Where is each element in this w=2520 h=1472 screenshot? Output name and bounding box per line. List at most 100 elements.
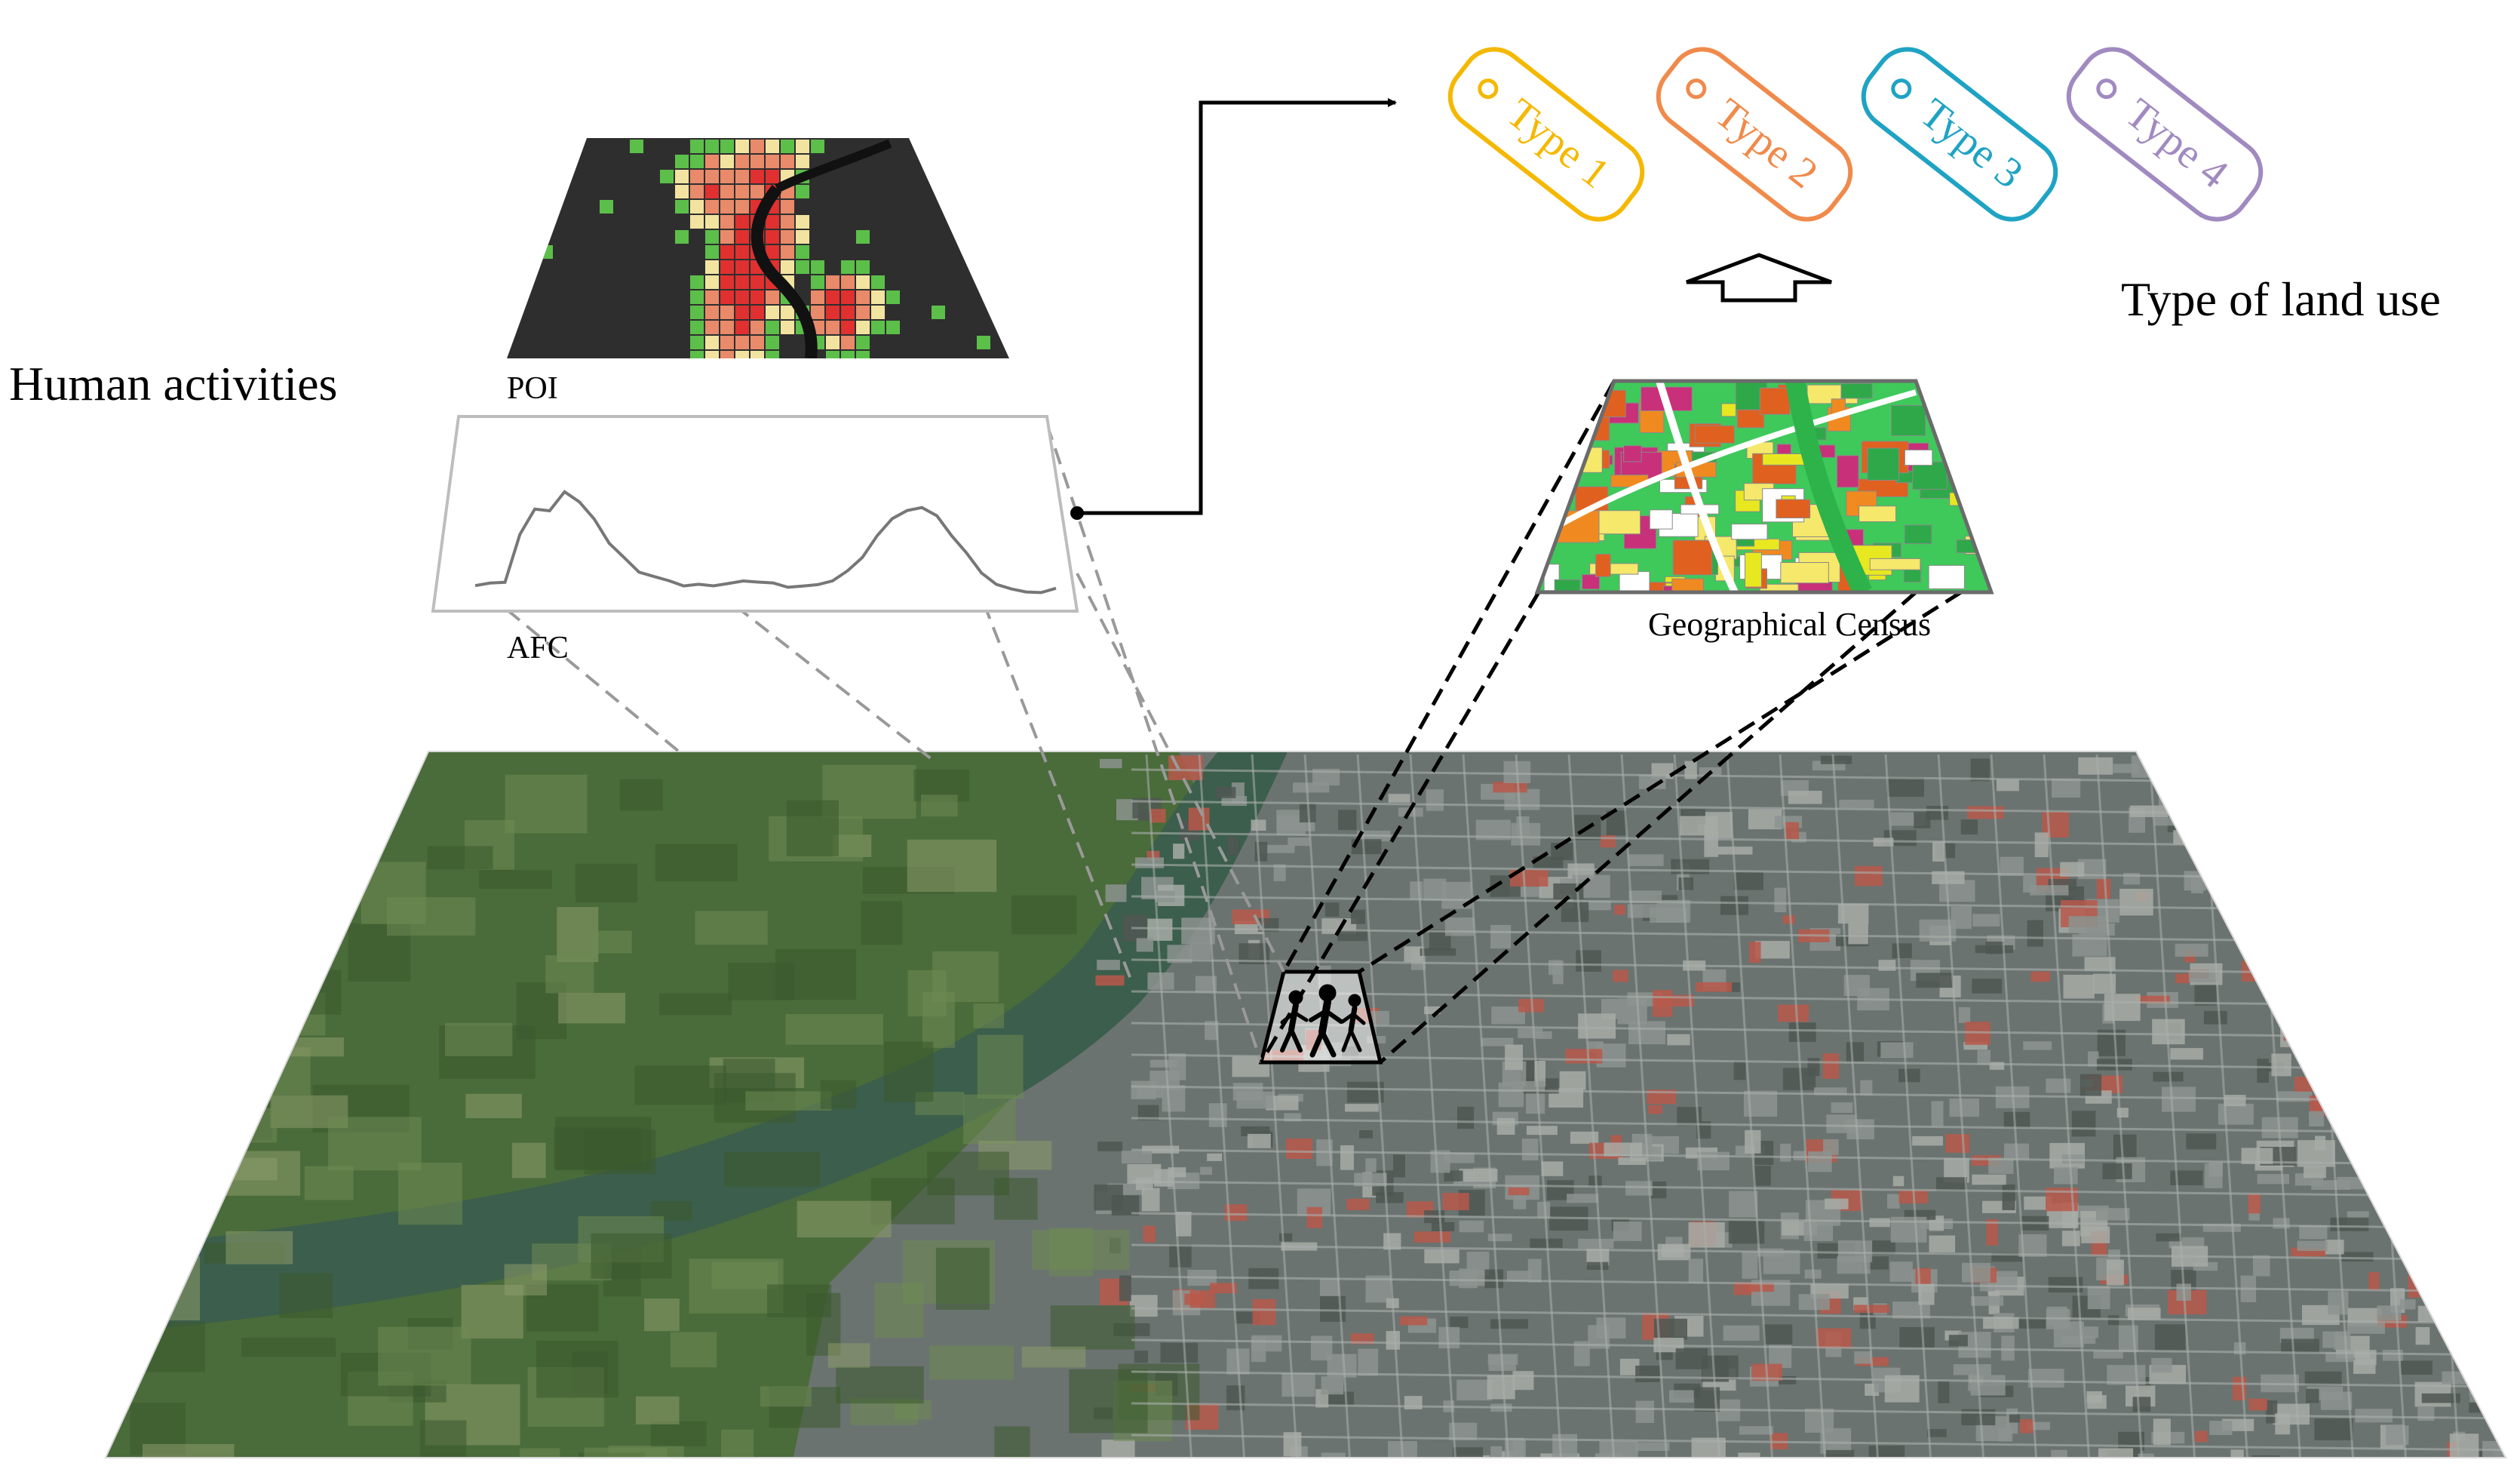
city-block [2409,896,2439,907]
poi-cell [735,351,749,358]
city-block [1823,1139,1839,1155]
poi-cell [720,290,734,304]
poi-river-branch [775,139,892,193]
city-block [2023,1041,2052,1050]
city-block [1578,1013,1616,1039]
city-block [1573,1341,1590,1366]
field-patch [479,870,552,890]
poi-cell [705,306,719,319]
census-parcel [1904,449,1933,466]
city-block [2347,1323,2385,1334]
field-patch [225,813,304,858]
city-block [2209,1421,2233,1435]
city-block [1205,1021,1219,1040]
city-block [2417,1406,2435,1421]
city-block [1688,1258,1703,1283]
city-block [1576,950,1601,972]
field-patch [304,1166,354,1200]
city-block [2106,1259,2124,1286]
city-block [2244,897,2280,914]
road [2095,754,2144,1458]
city-block [1614,905,1625,915]
census-parcel [1984,545,1991,564]
poi-cell [735,336,749,349]
census-parcel [1965,506,1991,519]
poi-cell [977,336,990,349]
city-block [2329,917,2353,937]
city-block [2269,791,2293,810]
poi-cell [735,215,749,229]
land-use-type-tags: Type 1 Type 2 Type 3 Type 4 [1447,47,2264,222]
road [1303,754,1352,1458]
road [1131,1180,2506,1198]
road [1990,754,2038,1458]
city-block [1853,1305,1889,1314]
city-block [2096,878,2111,899]
city-block [2151,1357,2172,1373]
city-block [2113,764,2139,773]
city-block [1208,1103,1227,1127]
poi-cell [750,336,764,349]
tag-outline [2066,47,2264,222]
city-block [2314,1418,2353,1440]
road [1131,1212,2506,1230]
afc-time-series-line [474,490,1057,595]
city-block [1848,923,1868,945]
field-patch [907,839,997,893]
city-block [1376,1192,1404,1203]
field-patch [907,970,947,1017]
road [1409,754,1457,1458]
city-block [1509,869,1549,887]
city-block [1306,1206,1322,1228]
field-patch [929,1345,1014,1380]
city-block [2087,1286,2110,1310]
city-block [1490,1446,1502,1458]
city-block [2325,1052,2337,1063]
city-block [1782,915,1795,924]
city-block [2024,1196,2052,1210]
city-block [1948,1335,1968,1347]
city-block [2480,1383,2506,1409]
poi-cell [690,290,704,304]
poi-cell [781,306,794,319]
poi-cell [720,306,734,319]
poi-cell [735,170,749,183]
census-parcel [1595,554,1611,577]
field-patch [775,949,857,1000]
road [1131,1402,2506,1420]
city-block [1129,1457,1169,1458]
city-block [2061,1231,2080,1246]
poi-cell [856,351,870,358]
poi-cell [796,260,809,274]
road [1726,754,1774,1458]
poi-cell [781,260,794,274]
city-block [2486,896,2506,914]
city-block [1748,942,1761,963]
city-block [1617,998,1647,1025]
poi-cell [766,245,779,259]
city-block [1582,900,1611,911]
city-block [2186,1133,2217,1150]
city-block [1311,1335,1333,1361]
city-block [2175,973,2190,984]
city-block [2427,1283,2455,1295]
city-block [1487,1234,1512,1242]
city-block [1420,948,1456,956]
city-block [2506,1415,2520,1431]
city-block [2400,935,2434,948]
poi-cell [871,306,885,319]
city-block [2093,1351,2123,1359]
census-parcel [1759,387,1791,415]
field-patch [721,1429,754,1458]
city-block [2335,856,2368,870]
poi-cell [856,290,870,304]
city-block [2441,1318,2470,1339]
city-block [1729,1191,1758,1218]
city-block [1945,1134,1970,1153]
city-block [1918,1283,1935,1305]
city-block [1878,960,1896,971]
city-block [2415,1327,2430,1345]
city-block [2368,1272,2380,1290]
city-block [1207,1153,1223,1161]
